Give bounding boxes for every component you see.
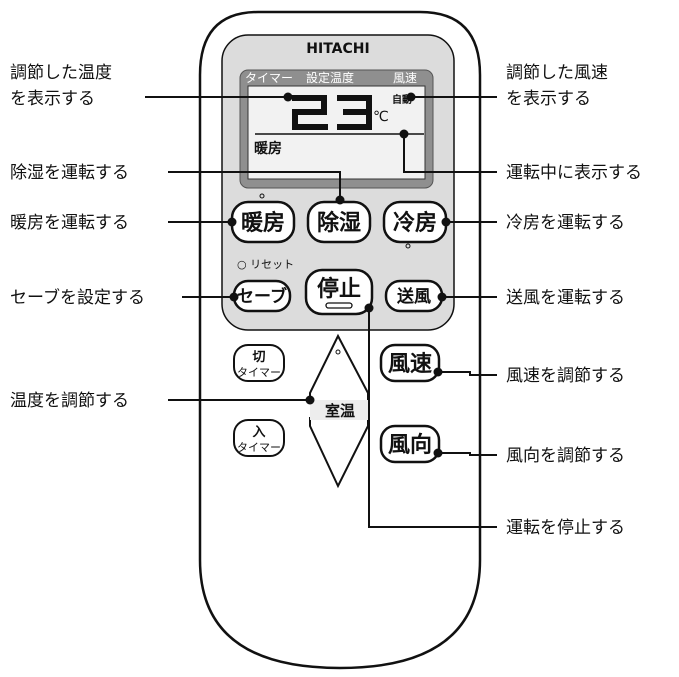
lcd-fan-label: 風速 (393, 71, 417, 85)
off-timer-button[interactable]: 切 タイマー (233, 344, 285, 382)
callout-fan-display-2: を表示する (506, 89, 591, 109)
stop-button-label: 停止 (317, 276, 361, 302)
save-button-label: セーブ (237, 286, 287, 307)
leader-lines (145, 96, 497, 528)
dehumidify-button[interactable]: 除湿 (306, 200, 372, 244)
lcd-timer-label: タイマー (245, 71, 293, 85)
fan-button-label: 送風 (397, 286, 431, 307)
fan-direction-button[interactable]: 風向 (379, 424, 441, 464)
lcd-inner (247, 85, 426, 180)
lcd-temperature-digits (292, 95, 372, 130)
stop-indicator-icon (325, 302, 353, 309)
heat-button-label: 暖房 (241, 210, 285, 236)
off-timer-bottom: タイマー (237, 366, 281, 379)
save-button[interactable]: セーブ (232, 279, 292, 313)
fan-button[interactable]: 送風 (384, 279, 444, 313)
temp-rocker[interactable]: 室温 (309, 333, 369, 489)
lcd-temperature-value: 23 (0, 0, 2, 1)
callout-save: セーブを設定する (10, 287, 145, 308)
cool-button[interactable]: 冷房 (382, 200, 448, 249)
lcd-temp-unit: ℃ (373, 109, 389, 125)
callout-temp-display-2: を表示する (10, 89, 95, 109)
callout-cool: 冷房を運転する (506, 213, 625, 233)
brand-logo: HITACHI (306, 41, 369, 57)
heat-button[interactable]: 暖房 (230, 193, 296, 244)
on-timer-top: 入 (252, 425, 265, 440)
callout-fan: 送風を運転する (506, 288, 625, 308)
stop-button[interactable]: 停止 (304, 268, 374, 316)
callout-running-display: 運転中に表示する (506, 163, 642, 183)
reset-note: ○ リセット (237, 258, 294, 271)
fan-speed-label: 風速 (388, 351, 432, 377)
callout-temp-display-1: 調節した温度 (10, 63, 112, 83)
callout-stop: 運転を停止する (506, 518, 625, 538)
room-temp-label: 室温 (325, 402, 355, 420)
off-timer-top: 切 (252, 350, 265, 365)
callout-fan-speed: 風速を調節する (506, 366, 625, 386)
callout-fan-direction: 風向を調節する (506, 446, 625, 466)
fan-speed-button[interactable]: 風速 (379, 343, 441, 383)
cool-button-label: 冷房 (393, 210, 437, 236)
callout-dehumidify: 除湿を運転する (10, 163, 129, 183)
dehumidify-button-label: 除湿 (317, 210, 361, 236)
on-timer-button[interactable]: 入 タイマー (233, 419, 285, 457)
fan-direction-label: 風向 (388, 432, 432, 458)
callout-temp-adjust: 温度を調節する (10, 391, 129, 411)
callout-heat: 暖房を運転する (10, 213, 129, 233)
leader-dots (227, 92, 451, 458)
callout-fan-display-1: 調節した風速 (506, 63, 608, 83)
lcd-mode: 暖房 (254, 140, 282, 157)
lcd-set-temp-label: 設定温度 (306, 70, 354, 85)
on-timer-bottom: タイマー (237, 441, 281, 454)
